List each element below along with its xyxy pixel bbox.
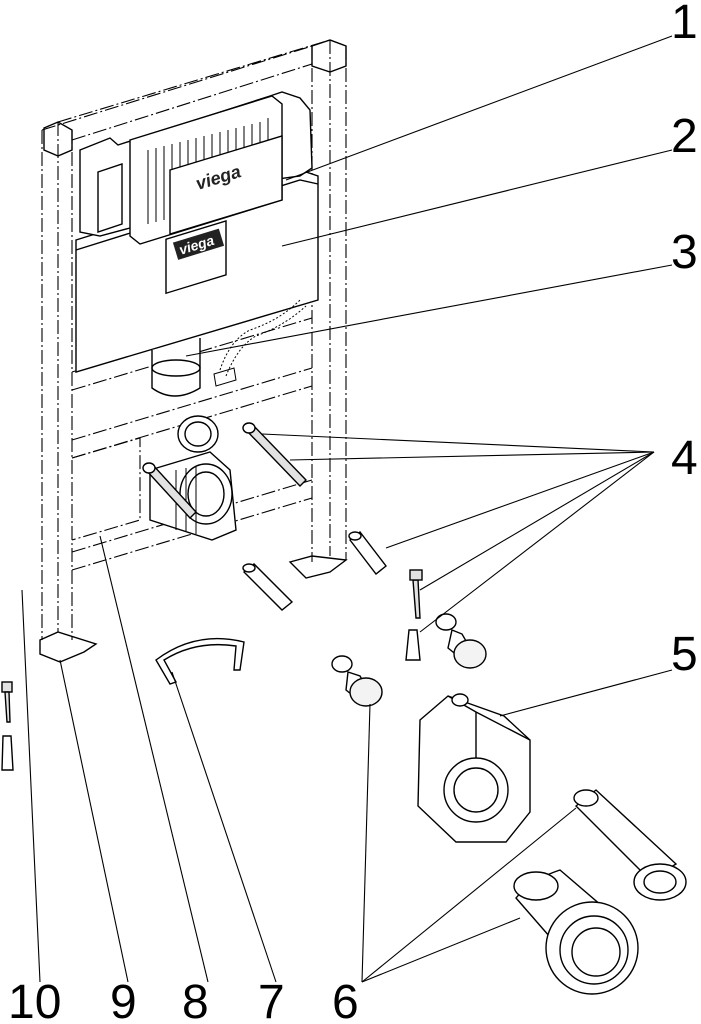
callout-3: 3 xyxy=(671,226,698,279)
callout-2: 2 xyxy=(671,110,698,163)
left-fixing-screw xyxy=(1,681,14,771)
connection-pipes xyxy=(513,789,687,995)
callout-4: 4 xyxy=(671,432,698,485)
discharge-housing xyxy=(417,693,531,843)
pipe-bracket xyxy=(155,637,245,685)
callout-6: 6 xyxy=(332,976,359,1024)
stopper-plugs xyxy=(331,613,487,707)
threaded-rods xyxy=(142,422,423,661)
callout-7: 7 xyxy=(258,976,285,1024)
callout-10: 10 xyxy=(8,976,61,1024)
leader-lines xyxy=(21,35,673,983)
callout-5: 5 xyxy=(671,628,698,681)
callout-9: 9 xyxy=(110,976,137,1024)
callout-1: 1 xyxy=(671,0,698,49)
actuator-housing: viega xyxy=(129,95,283,245)
callout-labels: 1 2 3 4 5 6 7 8 9 10 xyxy=(8,0,698,1024)
seal-ring xyxy=(177,415,219,453)
installation-frame xyxy=(39,39,348,663)
waste-bend xyxy=(149,451,237,541)
callout-8: 8 xyxy=(182,976,209,1024)
